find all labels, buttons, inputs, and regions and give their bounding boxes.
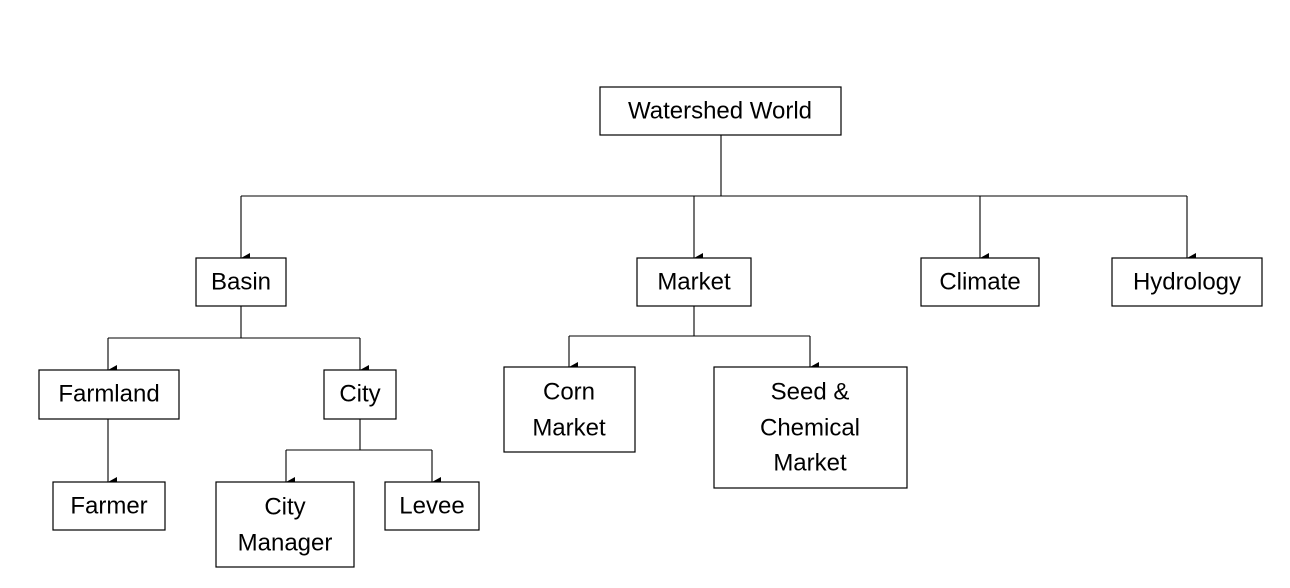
node-farmland: Farmland [38, 369, 180, 420]
node-label-line-2: Market [532, 415, 606, 442]
node-box [599, 86, 842, 136]
node-label-line-1: Seed & [771, 379, 850, 406]
node-label: Levee [399, 493, 464, 520]
node-city: City [323, 369, 397, 420]
node-box [636, 257, 752, 307]
node-seed-chemical-market: Seed & Chemical Market [713, 366, 908, 489]
connectors [107, 135, 1196, 487]
node-market: Market [636, 257, 752, 307]
node-box [503, 366, 636, 453]
node-city-manager: City Manager [215, 481, 355, 568]
node-watershed-world: Watershed World [599, 86, 842, 136]
node-basin: Basin [195, 257, 287, 307]
node-box [38, 369, 180, 420]
node-farmer: Farmer [52, 481, 166, 531]
node-label: Basin [211, 269, 271, 296]
node-levee: Levee [384, 481, 480, 531]
node-hydrology: Hydrology [1111, 257, 1263, 307]
node-box [920, 257, 1040, 307]
node-box [195, 257, 287, 307]
node-corn-market: Corn Market [503, 366, 636, 453]
node-box [1111, 257, 1263, 307]
node-box [215, 481, 355, 568]
node-label: Farmer [70, 493, 147, 520]
node-box [384, 481, 480, 531]
node-label-line-3: Market [773, 450, 847, 477]
node-label-line-1: City [264, 494, 305, 521]
node-label-line-1: Corn [543, 379, 595, 406]
node-label: City [339, 381, 380, 408]
node-label-line-2: Manager [238, 530, 333, 557]
node-label: Hydrology [1133, 269, 1241, 296]
node-climate: Climate [920, 257, 1040, 307]
node-label-line-2: Chemical [760, 415, 860, 442]
node-label: Watershed World [628, 98, 812, 125]
node-label: Climate [939, 269, 1020, 296]
node-box [52, 481, 166, 531]
node-label: Farmland [58, 381, 159, 408]
node-box [713, 366, 908, 489]
node-box [323, 369, 397, 420]
node-label: Market [657, 269, 731, 296]
